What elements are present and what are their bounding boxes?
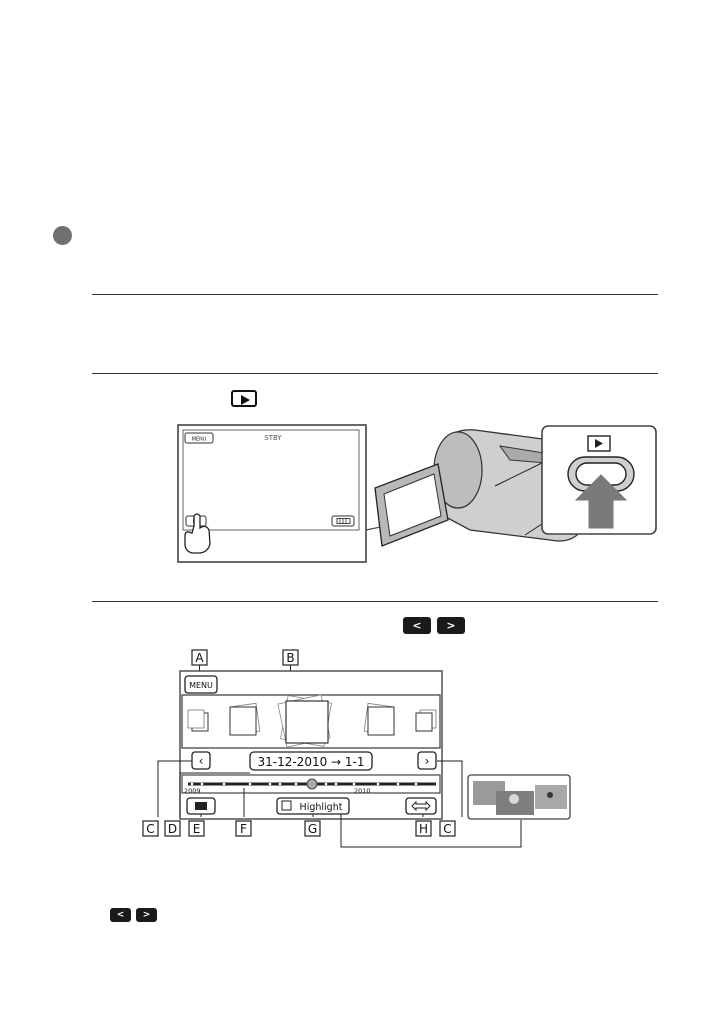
svg-text:C: C bbox=[443, 822, 451, 836]
event-next-button bbox=[417, 751, 437, 770]
step-divider-3 bbox=[92, 601, 658, 602]
event-thumbnail-main bbox=[285, 700, 329, 744]
step2-figure: MENU STBY bbox=[177, 424, 657, 563]
callout-g bbox=[304, 820, 321, 837]
event-date-range-box bbox=[249, 751, 373, 771]
view-images-key-icon bbox=[231, 390, 257, 407]
lcd-status-text: STBY bbox=[264, 434, 282, 442]
svg-text:G: G bbox=[308, 822, 317, 836]
event-menu-button bbox=[184, 675, 218, 694]
callout-d bbox=[164, 820, 181, 837]
prev-key-icon: < bbox=[403, 617, 431, 634]
event-view-figure: A B MENU ‹ 31-12-2010 → 1-1 › 2009 2010 bbox=[142, 649, 571, 848]
svg-text:B: B bbox=[286, 651, 294, 665]
timeline-year-left: 2009 bbox=[184, 787, 201, 795]
callout-c-right bbox=[439, 820, 456, 837]
event-date-range: 31-12-2010 → 1-1 bbox=[257, 755, 364, 769]
svg-text:D: D bbox=[168, 822, 177, 836]
lcd-screen bbox=[182, 429, 360, 531]
svg-text:‹: ‹ bbox=[199, 754, 204, 768]
next-key-icon: > bbox=[437, 617, 465, 634]
svg-text:A: A bbox=[195, 651, 204, 665]
footnote-next-key-icon: > bbox=[136, 908, 157, 922]
timeline-year-right: 2010 bbox=[354, 787, 371, 795]
svg-text:›: › bbox=[425, 754, 430, 768]
callout-h bbox=[415, 820, 432, 837]
lcd-menu-label: MENU bbox=[192, 437, 207, 443]
callout-e bbox=[188, 820, 205, 837]
event-menu-label: MENU bbox=[189, 681, 213, 690]
svg-text:H: H bbox=[419, 822, 428, 836]
section-bullet bbox=[53, 226, 72, 245]
svg-text:C: C bbox=[146, 822, 154, 836]
step-divider-1 bbox=[92, 294, 658, 295]
footnote-prev-key-icon: < bbox=[110, 908, 131, 922]
timeline-cursor bbox=[306, 778, 318, 790]
callout-f bbox=[235, 820, 252, 837]
finger-illustration bbox=[184, 513, 211, 554]
callout-c-left bbox=[142, 820, 159, 837]
press-arrow bbox=[574, 474, 628, 529]
step-divider-2 bbox=[92, 373, 658, 374]
svg-text:E: E bbox=[193, 822, 201, 836]
lcd-menu-button bbox=[184, 432, 214, 444]
highlight-label: Highlight bbox=[300, 802, 343, 813]
svg-text:F: F bbox=[240, 822, 247, 836]
